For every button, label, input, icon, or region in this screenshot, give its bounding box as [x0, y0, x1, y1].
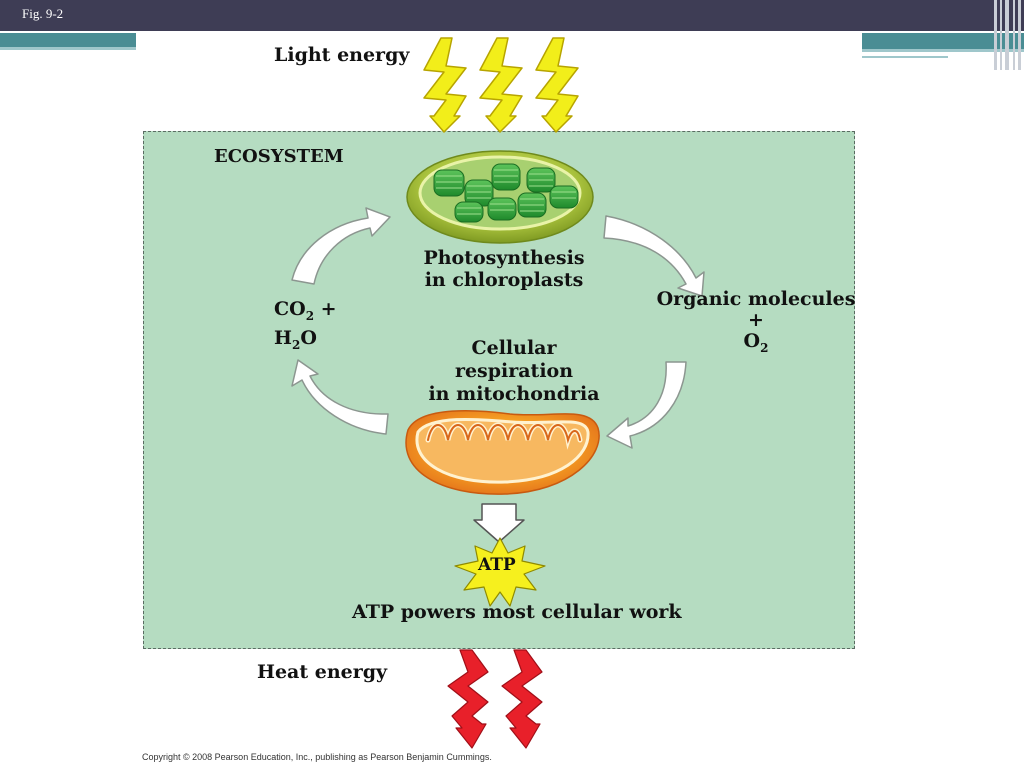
- photosynthesis-label: Photosynthesis in chloroplasts: [412, 247, 596, 291]
- chloroplast-illustration: [406, 150, 594, 244]
- respiration-label: Cellular respiration in mitochondria: [414, 337, 614, 406]
- o2-base: O: [743, 330, 761, 352]
- copyright-notice: Copyright © 2008 Pearson Education, Inc.…: [142, 752, 492, 762]
- atp-starburst: [454, 537, 546, 607]
- decor-stripe-right-short: [862, 56, 948, 58]
- cycle-arrows: [291, 207, 705, 449]
- light-bolt-2: [479, 37, 523, 133]
- arrow-to-atp: [473, 503, 525, 543]
- co2-formula: CO2 +: [274, 298, 337, 327]
- atp-label: ATP: [478, 555, 516, 575]
- decor-edge-bars: [992, 0, 1024, 70]
- arrow-to-mitochondrion: [606, 361, 687, 449]
- heat-bolt-2: [501, 649, 543, 749]
- h2o-h: H: [274, 326, 292, 349]
- heat-energy-label: Heat energy: [257, 661, 388, 683]
- photosynthesis-line2: in chloroplasts: [424, 269, 584, 291]
- h2o-sub: 2: [291, 337, 301, 352]
- light-energy-label: Light energy: [274, 44, 410, 66]
- h2o-formula: H2O: [274, 327, 337, 356]
- decor-stripe-right: [862, 33, 1024, 49]
- o2-formula: O2: [654, 331, 858, 359]
- co2-sub: 2: [305, 308, 315, 323]
- h2o-o: O: [300, 326, 317, 349]
- heat-energy-bolts: [447, 649, 543, 749]
- arrow-to-co2: [291, 359, 389, 435]
- ecosystem-label: ECOSYSTEM: [214, 146, 344, 167]
- respiration-line3: in mitochondria: [428, 383, 600, 405]
- o2-sub: 2: [760, 340, 769, 355]
- light-energy-bolts: [423, 37, 579, 133]
- co2-plus: +: [314, 298, 337, 320]
- decor-stripe-left: [0, 33, 136, 47]
- slide-top-bar: [0, 0, 1024, 31]
- atp-powers-label: ATP powers most cellular work: [352, 601, 682, 623]
- light-bolt-1: [423, 37, 467, 133]
- light-bolt-3: [535, 37, 579, 133]
- co2-base: CO: [274, 298, 306, 320]
- organic-line2: +: [748, 309, 764, 331]
- photosynthesis-line1: Photosynthesis: [423, 247, 585, 269]
- arrow-to-organic-molecules: [603, 215, 705, 297]
- respiration-line2: respiration: [454, 360, 574, 382]
- decor-stripe-left-thin: [0, 47, 136, 50]
- organic-line1: Organic molecules: [656, 288, 856, 310]
- respiration-line1: Cellular: [471, 337, 557, 359]
- co2-h2o-label: CO2 + H2O: [274, 298, 337, 356]
- figure-number: Fig. 9-2: [22, 6, 64, 21]
- arrow-to-chloroplast: [291, 207, 391, 285]
- decor-stripe-right-thin: [862, 49, 1024, 52]
- mitochondrion-illustration: [405, 409, 600, 495]
- organic-molecules-label: Organic molecules + O2: [654, 289, 858, 359]
- heat-bolt-1: [447, 649, 489, 749]
